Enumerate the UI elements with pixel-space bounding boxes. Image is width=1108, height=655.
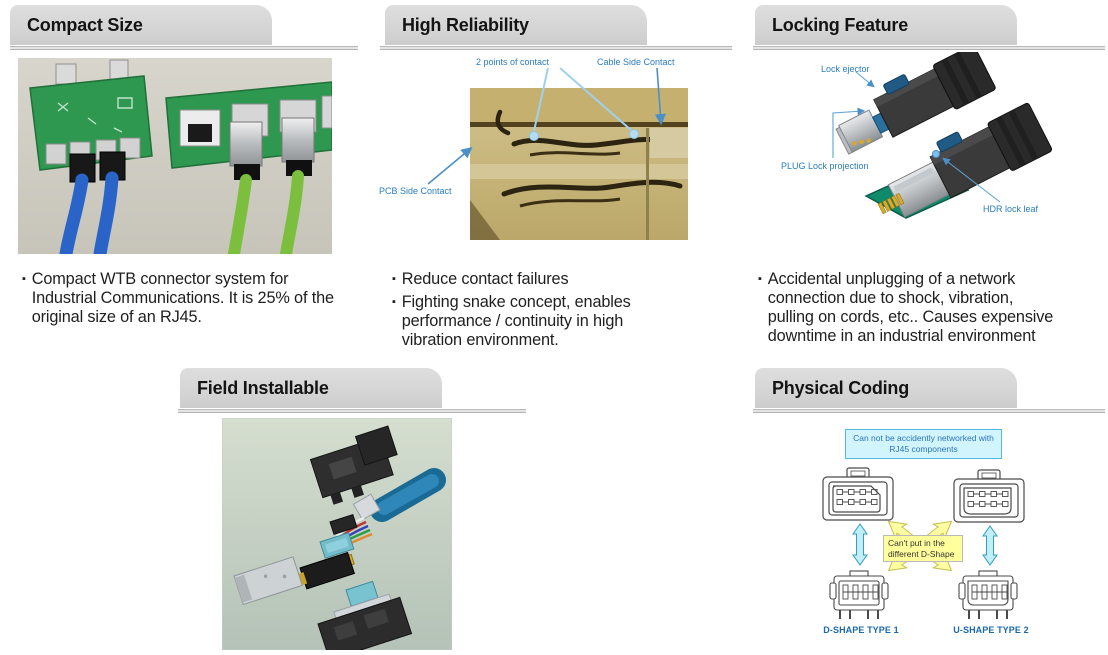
bullet-item: ▪ Fighting snake concept, enables perfor… [392,293,674,350]
annotation-pcb-side: PCB Side Contact [379,186,452,196]
compact-size-photo [18,58,332,254]
section-rule [10,46,358,50]
bullet-marker: ▪ [392,296,396,308]
section-title: High Reliability [402,14,529,35]
locking-feature-image [835,52,1053,219]
annotation-lock-ejector: Lock ejector [821,64,870,74]
bullet-item: ▪ Accidental unplugging of a network con… [758,270,1058,346]
section-rule [753,409,1105,413]
type2-label: U-SHAPE TYPE 2 [953,625,1029,635]
annotation-hdr-lock: HDR lock leaf [983,204,1039,214]
section-rule [178,409,526,413]
section-title: Physical Coding [772,377,910,398]
bullet-item: ▪ Reduce contact failures [392,270,674,289]
annotation-plug-lock: PLUG Lock projection [781,161,869,171]
section-tab-compact-size: Compact Size [10,5,272,45]
bullet-text: Compact WTB connector system for Industr… [31,270,334,326]
type1-label: D-SHAPE TYPE 1 [823,625,899,635]
bullet-item: ▪ Compact WTB connector system for Indus… [22,270,340,327]
locking-feature-bullets: ▪ Accidental unplugging of a network con… [758,270,1058,350]
section-tab-locking-feature: Locking Feature [755,5,1017,45]
bullet-text: Reduce contact failures [401,270,569,288]
field-installable-image [222,418,452,650]
bullet-text: Fighting snake concept, enables performa… [401,293,631,349]
bullet-marker: ▪ [392,273,396,285]
section-rule [380,46,732,50]
compact-size-bullets: ▪ Compact WTB connector system for Indus… [22,270,340,331]
section-tab-physical-coding: Physical Coding [755,368,1017,408]
section-title: Field Installable [197,377,329,398]
physical-coding-cross-label: Can't put in the different D-Shape [883,535,963,562]
high-reliability-photo [470,88,688,240]
section-tab-high-reliability: High Reliability [385,5,647,45]
section-rule [753,46,1105,50]
bullet-text: Accidental unplugging of a network conne… [767,270,1054,345]
annotation-two-points: 2 points of contact [476,57,550,67]
annotation-cable-side: Cable Side Contact [597,57,675,67]
bullet-marker: ▪ [758,273,762,285]
high-reliability-bullets: ▪ Reduce contact failures ▪ Fighting sna… [392,270,674,354]
bullet-marker: ▪ [22,273,26,285]
physical-coding-diagram [822,467,1025,619]
physical-coding-note: Can not be accidently networked with RJ4… [845,429,1002,459]
section-title: Compact Size [27,14,143,35]
section-tab-field-installable: Field Installable [180,368,442,408]
section-title: Locking Feature [772,14,909,35]
